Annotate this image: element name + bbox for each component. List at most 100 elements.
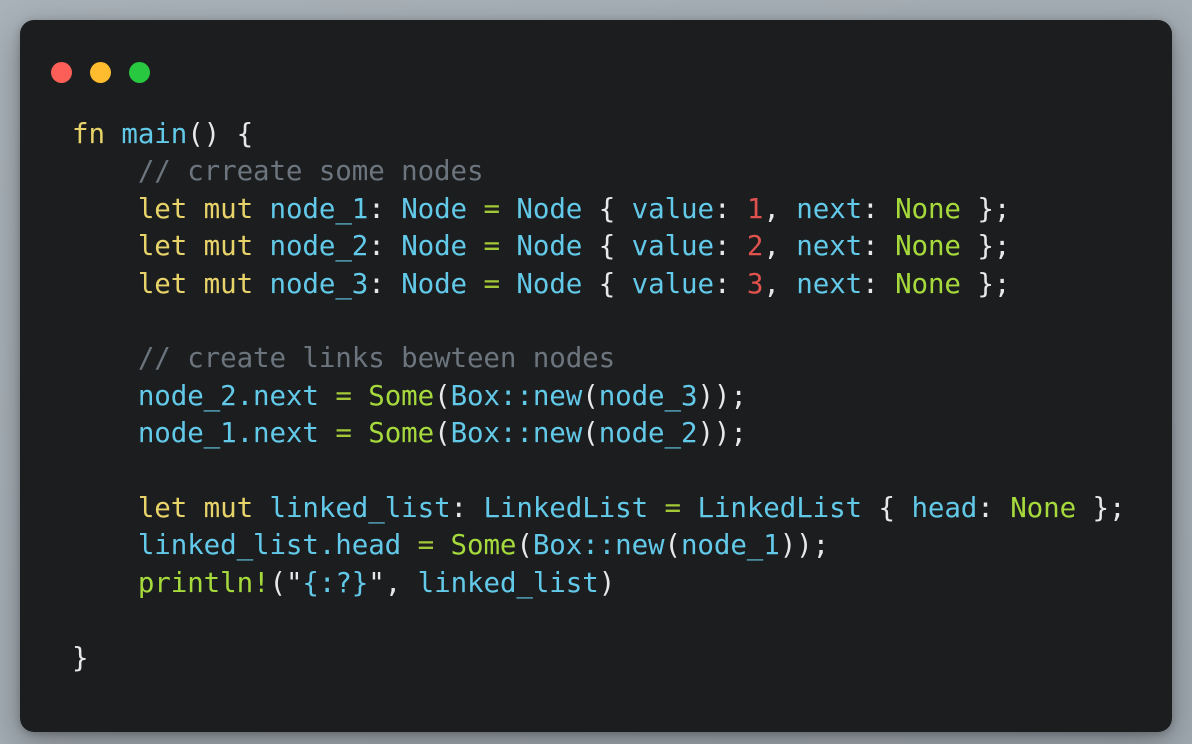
box-new-call: Box::new [450, 417, 583, 450]
argument-node-3: node_3 [598, 379, 698, 412]
number-literal: 2 [746, 230, 764, 263]
open-brace: { [598, 230, 616, 263]
colon: : [368, 267, 385, 300]
code-line-9: node_1.next = Some(Box::new(node_2)); [72, 415, 1172, 452]
open-paren: ( [582, 379, 599, 412]
field-next: next [796, 230, 863, 263]
comma: , [763, 267, 780, 300]
code-line-4: let mut node_2: Node = Node { value: 2, … [72, 228, 1172, 265]
code-editor-area[interactable]: fn main() { // crreate some nodes let mu… [20, 116, 1172, 732]
type-node: Node [401, 267, 468, 300]
variable-node-2: node_2 [269, 230, 369, 263]
close-parens-semicolon: )); [697, 379, 747, 412]
keyword-let-mut: let mut [137, 230, 254, 263]
open-brace: { [598, 267, 616, 300]
close-brace-semicolon: }; [977, 192, 1011, 225]
target-linked-list-head: linked_list.head [137, 529, 402, 562]
box-new-call: Box::new [532, 529, 665, 562]
colon: : [713, 192, 731, 225]
code-window: fn main() { // crreate some nodes let mu… [20, 20, 1172, 732]
colon: : [450, 492, 468, 525]
code-line-2: // crreate some nodes [72, 153, 1172, 190]
enum-none: None [895, 230, 961, 263]
code-line-11: let mut linked_list: LinkedList = Linked… [72, 490, 1172, 527]
comma: , [763, 192, 780, 225]
number-literal: 1 [746, 192, 764, 225]
comma: , [384, 566, 402, 599]
close-brace-semicolon: }; [977, 267, 1011, 300]
close-button-icon[interactable] [51, 61, 72, 83]
open-paren: ( [434, 417, 451, 450]
open-brace: { [598, 192, 616, 225]
enum-none: None [895, 267, 961, 300]
open-paren: ( [582, 417, 599, 450]
open-paren: ( [516, 529, 533, 562]
keyword-let-mut: let mut [137, 492, 254, 525]
argument-linked-list: linked_list [417, 566, 599, 599]
close-brace: } [72, 641, 89, 674]
assign-operator: = [483, 192, 500, 225]
target-node-1-next: node_1.next [137, 417, 319, 450]
variable-linked-list: linked_list [269, 492, 451, 525]
field-next: next [796, 267, 863, 300]
close-parens-semicolon: )); [779, 529, 830, 562]
assign-operator: = [483, 230, 500, 263]
field-value: value [631, 230, 714, 263]
colon: : [368, 230, 385, 263]
function-name-main: main [121, 118, 188, 150]
assign-operator: = [335, 417, 352, 450]
enum-some: Some [368, 417, 435, 450]
enum-some: Some [368, 379, 435, 412]
keyword-let-mut: let mut [137, 192, 254, 225]
code-line-6-blank [72, 303, 1172, 340]
struct-ctor-node: Node [516, 230, 583, 263]
code-block[interactable]: fn main() { // crreate some nodes let mu… [72, 116, 1172, 677]
string-quote-close: " [368, 566, 385, 599]
keyword-fn: fn [72, 118, 105, 150]
traffic-light-buttons [51, 61, 150, 83]
close-brace-semicolon: }; [1092, 492, 1126, 525]
assign-operator: = [664, 492, 682, 525]
code-line-7: // create links bewteen nodes [72, 340, 1172, 377]
field-next: next [796, 192, 863, 225]
open-brace: { [878, 492, 896, 525]
colon: : [713, 267, 731, 300]
struct-ctor-node: Node [516, 267, 583, 300]
colon: : [862, 267, 879, 300]
colon: : [977, 492, 994, 525]
code-line-1: fn main() { [72, 116, 1172, 153]
assign-operator: = [417, 529, 435, 562]
field-value: value [631, 192, 714, 225]
keyword-let-mut: let mut [137, 267, 254, 300]
type-node: Node [401, 192, 468, 225]
window-titlebar [20, 20, 1172, 116]
minimize-button-icon[interactable] [90, 61, 111, 83]
enum-some: Some [450, 529, 517, 562]
close-parens-semicolon: )); [697, 417, 747, 450]
comment-create-links: // create links bewteen nodes [137, 342, 616, 375]
variable-node-3: node_3 [269, 267, 369, 300]
open-paren: ( [434, 379, 451, 412]
string-quote-open: " [285, 566, 303, 599]
code-line-3: let mut node_1: Node = Node { value: 1, … [72, 191, 1172, 228]
code-line-13: println!("{:?}", linked_list) [72, 565, 1172, 602]
enum-none: None [895, 192, 961, 225]
open-brace: { [236, 118, 254, 150]
open-paren: ( [269, 566, 286, 599]
target-node-2-next: node_2.next [137, 379, 319, 412]
close-brace-semicolon: }; [977, 230, 1011, 263]
number-literal: 3 [746, 267, 764, 300]
box-new-call: Box::new [450, 379, 583, 412]
comma: , [763, 230, 780, 263]
code-line-12: linked_list.head = Some(Box::new(node_1)… [72, 527, 1172, 564]
type-node: Node [401, 230, 468, 263]
colon: : [862, 230, 879, 263]
assign-operator: = [335, 379, 352, 412]
maximize-button-icon[interactable] [129, 61, 150, 83]
field-value: value [631, 267, 714, 300]
argument-node-2: node_2 [598, 417, 698, 450]
struct-ctor-linkedlist: LinkedList [697, 492, 863, 525]
assign-operator: = [483, 267, 500, 300]
code-line-15: } [72, 640, 1172, 677]
